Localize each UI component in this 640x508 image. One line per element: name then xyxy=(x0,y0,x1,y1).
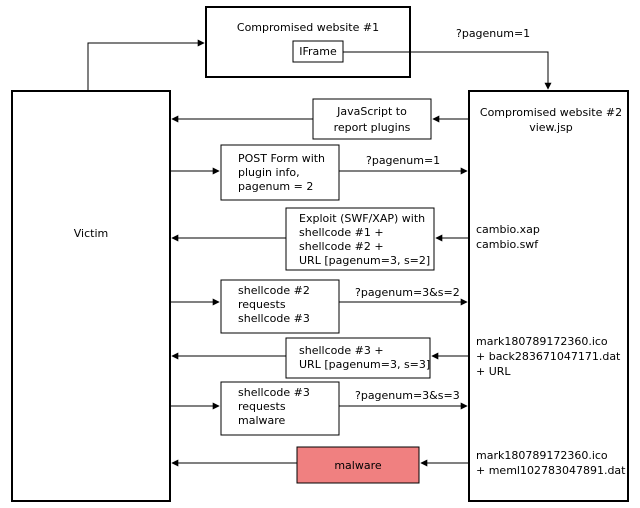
victim-label: Victim xyxy=(74,227,108,240)
exploit-box: Exploit (SWF/XAP) with shellcode #1 + sh… xyxy=(285,207,435,271)
website2-page: view.jsp xyxy=(529,121,573,134)
shellcode2-line-3: shellcode #3 xyxy=(238,312,310,325)
shellcode3-line-2: requests xyxy=(238,400,286,413)
shellcode2-line-1: shellcode #2 xyxy=(238,284,310,297)
exploit-line-1: Exploit (SWF/XAP) with xyxy=(299,212,425,225)
javascript-box: JavaScript to report plugins xyxy=(312,98,432,140)
compromised-website-2: Compromised website #2 view.jsp xyxy=(468,90,629,502)
website2-title: Compromised website #2 xyxy=(480,106,622,119)
shellcode3-response-box: shellcode #3 + URL [pagenum=3, s=3] xyxy=(285,337,431,379)
shellcode3-response-file-1: mark180789172360.ico xyxy=(476,335,608,348)
shellcode3-response-file-2: + back283671047171.dat xyxy=(476,350,621,363)
victim-box: Victim xyxy=(11,90,171,502)
javascript-line-2: report plugins xyxy=(334,121,411,134)
exploit-line-3: shellcode #2 + xyxy=(299,240,384,253)
shellcode3-response-file-3: + URL xyxy=(476,365,511,378)
exploit-line-4: URL [pagenum=3, s=2] xyxy=(299,254,430,267)
compromised-website-1: Compromised website #1 IFrame xyxy=(205,6,411,78)
shellcode3-response-line-1: shellcode #3 + xyxy=(299,344,384,357)
post-form-line-3: pagenum = 2 xyxy=(238,180,313,193)
post-form-line-1: POST Form with xyxy=(238,152,325,165)
post-form-line-2: plugin info, xyxy=(238,166,300,179)
shellcode3-response-line-2: URL [pagenum=3, s=3] xyxy=(299,358,430,371)
exploit-file-1: cambio.xap xyxy=(476,223,540,236)
website1-title: Compromised website #1 xyxy=(237,21,379,34)
exploit-line-2: shellcode #1 + xyxy=(299,226,384,239)
shellcode3-request-label: ?pagenum=3&s=3 xyxy=(355,389,460,402)
shellcode2-request-label: ?pagenum=3&s=2 xyxy=(355,286,460,299)
malware-file-2: + meml102783047891.dat xyxy=(476,464,626,477)
shellcode2-request-box: shellcode #2 requests shellcode #3 xyxy=(220,279,340,334)
shellcode3-line-3: malware xyxy=(238,414,286,427)
shellcode3-request-box: shellcode #3 requests malware xyxy=(220,381,340,436)
shellcode3-line-1: shellcode #3 xyxy=(238,386,310,399)
malware-file-1: mark180789172360.ico xyxy=(476,449,608,462)
post-form-box: POST Form with plugin info, pagenum = 2 xyxy=(220,144,340,201)
shellcode2-line-2: requests xyxy=(238,298,286,311)
javascript-line-1: JavaScript to xyxy=(336,105,407,118)
malware-label: malware xyxy=(334,459,382,472)
malware-box: malware xyxy=(296,446,420,484)
iframe-request-label: ?pagenum=1 xyxy=(456,27,530,40)
iframe-label: IFrame xyxy=(299,45,337,58)
post-request-label: ?pagenum=1 xyxy=(366,154,440,167)
exploit-file-2: cambio.swf xyxy=(476,238,539,251)
